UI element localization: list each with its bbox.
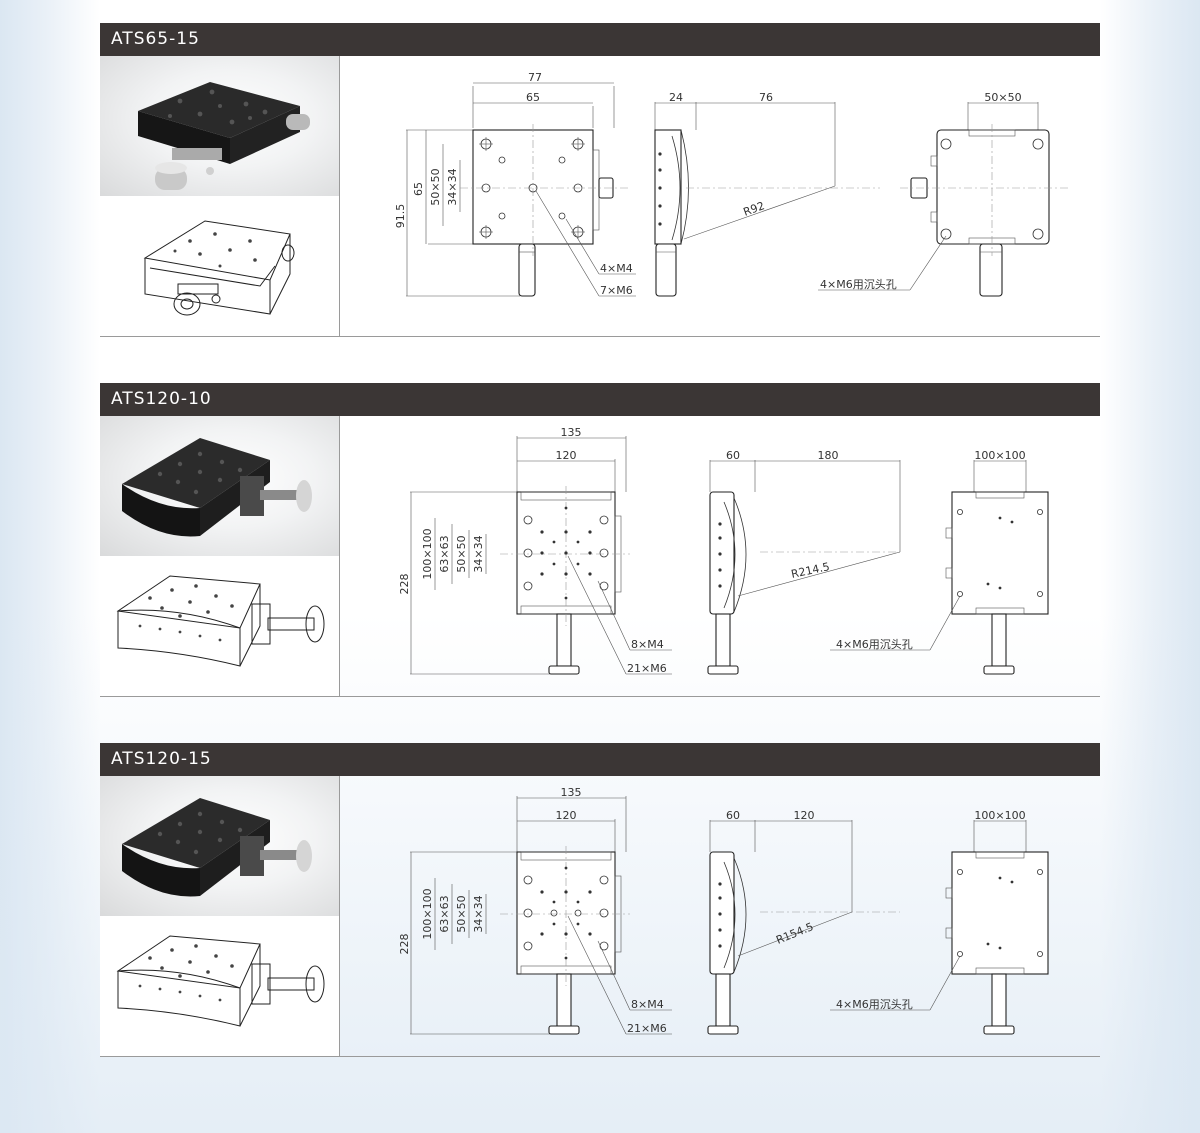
product-line-drawing bbox=[100, 916, 339, 1056]
section-body: 135 120 228 100×100 63×63 50×50 34×34 bbox=[100, 416, 1100, 697]
technical-drawing: 135 120 228 100×100 63×63 50×50 34×34 bbox=[340, 776, 1100, 1056]
section-title: ATS120-10 bbox=[100, 383, 1100, 416]
dim-width-outer: 77 bbox=[528, 71, 542, 84]
dim-height: 65 bbox=[412, 182, 425, 196]
callout-holes-a: 8×M4 bbox=[631, 638, 664, 651]
dim-hole-pitch-d: 34×34 bbox=[472, 535, 485, 572]
callout-holes-b: 21×M6 bbox=[627, 662, 667, 675]
dim-height-total: 91.5 bbox=[394, 204, 407, 229]
product-render-image bbox=[100, 776, 339, 916]
section-title: ATS65-15 bbox=[100, 23, 1100, 56]
callout-holes-a: 4×M4 bbox=[600, 262, 633, 275]
front-view: 77 65 91.5 65 50×50 34×34 bbox=[394, 71, 636, 297]
side-view: 60 180 R214.5 bbox=[707, 449, 901, 675]
dim-hole-pitch-b: 63×63 bbox=[438, 535, 451, 572]
back-view: 100×100 4×M6用沉头孔 bbox=[830, 809, 1049, 1035]
dim-hole-pitch-a: 100×100 bbox=[421, 888, 434, 939]
dim-side-depth: 24 bbox=[669, 91, 683, 104]
technical-drawing: 135 120 228 100×100 63×63 50×50 34×34 bbox=[340, 416, 1100, 696]
product-render-image bbox=[100, 56, 339, 196]
dim-width-outer: 135 bbox=[561, 426, 582, 439]
dim-width-inner: 65 bbox=[526, 91, 540, 104]
product-section-ats120-10: ATS120-10 bbox=[100, 383, 1100, 697]
section-body: 77 65 91.5 65 50×50 34×34 bbox=[100, 56, 1100, 337]
dim-side-arm: 120 bbox=[794, 809, 815, 822]
product-line-drawing bbox=[100, 556, 339, 696]
product-section-ats65-15: ATS65-15 bbox=[100, 23, 1100, 337]
dim-hole-pitch-d: 34×34 bbox=[472, 895, 485, 932]
dim-height-total: 228 bbox=[398, 574, 411, 595]
dim-back-pitch: 100×100 bbox=[974, 809, 1025, 822]
section-title: ATS120-15 bbox=[100, 743, 1100, 776]
dim-width-inner: 120 bbox=[556, 809, 577, 822]
callout-holes-a: 8×M4 bbox=[631, 998, 664, 1011]
dim-height-total: 228 bbox=[398, 934, 411, 955]
back-callout: 4×M6用沉头孔 bbox=[820, 278, 897, 291]
product-images bbox=[100, 776, 340, 1056]
dim-hole-pitch-a: 100×100 bbox=[421, 528, 434, 579]
section-body: 135 120 228 100×100 63×63 50×50 34×34 bbox=[100, 776, 1100, 1057]
dim-hole-pitch-b: 63×63 bbox=[438, 895, 451, 932]
product-line-drawing bbox=[100, 196, 339, 336]
dim-side-arm: 76 bbox=[759, 91, 773, 104]
dim-radius: R214.5 bbox=[790, 560, 831, 581]
dim-hole-pitch-a: 50×50 bbox=[429, 168, 442, 205]
dim-side-depth: 60 bbox=[726, 449, 740, 462]
back-callout: 4×M6用沉头孔 bbox=[836, 998, 913, 1011]
front-view: 135 120 228 100×100 63×63 50×50 34×34 bbox=[398, 786, 672, 1035]
technical-drawing: 77 65 91.5 65 50×50 34×34 bbox=[340, 56, 1100, 336]
front-view: 135 120 228 100×100 63×63 50×50 34×34 bbox=[398, 426, 672, 675]
dim-side-arm: 180 bbox=[818, 449, 839, 462]
back-view: 50×50 4×M6用沉头孔 bbox=[818, 91, 1070, 297]
dim-back-pitch: 50×50 bbox=[984, 91, 1021, 104]
dim-hole-pitch-c: 50×50 bbox=[455, 535, 468, 572]
callout-holes-b: 7×M6 bbox=[600, 284, 633, 297]
back-view: 100×100 4×M6用沉头孔 bbox=[830, 449, 1049, 675]
dim-hole-pitch-c: 50×50 bbox=[455, 895, 468, 932]
product-section-ats120-15: ATS120-15 bbox=[100, 743, 1100, 1057]
dim-radius: R92 bbox=[742, 199, 767, 219]
dim-width-outer: 135 bbox=[561, 786, 582, 799]
side-view: 24 76 R92 bbox=[654, 91, 880, 297]
dim-back-pitch: 100×100 bbox=[974, 449, 1025, 462]
dim-radius: R154.5 bbox=[774, 920, 815, 947]
product-images bbox=[100, 56, 340, 336]
product-render-image bbox=[100, 416, 339, 556]
back-callout: 4×M6用沉头孔 bbox=[836, 638, 913, 651]
callout-holes-b: 21×M6 bbox=[627, 1022, 667, 1035]
product-images bbox=[100, 416, 340, 696]
dim-width-inner: 120 bbox=[556, 449, 577, 462]
dim-hole-pitch-b: 34×34 bbox=[446, 168, 459, 205]
dim-side-depth: 60 bbox=[726, 809, 740, 822]
